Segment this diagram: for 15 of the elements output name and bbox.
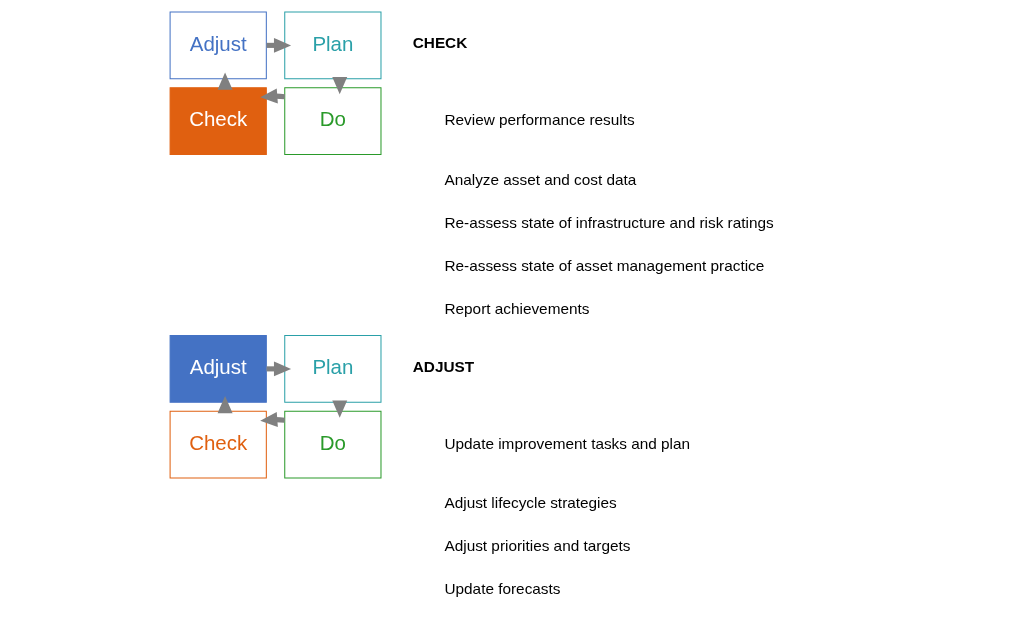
- label: Re-assess state of asset management practice: [444, 256, 765, 274]
- label: Adjust priorities and targets: [444, 537, 631, 555]
- label: Update forecasts: [444, 580, 561, 598]
- label: ADJUST: [412, 357, 475, 375]
- node-box: Adjust: [169, 11, 267, 80]
- node-box: Do: [284, 410, 382, 479]
- label: Re-assess state of infrastructure and risk ratings: [444, 213, 774, 231]
- node-box: Adjust: [169, 335, 267, 403]
- label: Update improvement tasks and plan: [444, 434, 691, 452]
- label: Review performance results: [444, 111, 635, 129]
- label: Adjust lifecycle strategies: [444, 494, 617, 512]
- label: CHECK: [412, 34, 468, 52]
- label: Analyze asset and cost data: [444, 170, 637, 188]
- label: Report achievements: [444, 299, 590, 317]
- node-box: Do: [284, 87, 382, 155]
